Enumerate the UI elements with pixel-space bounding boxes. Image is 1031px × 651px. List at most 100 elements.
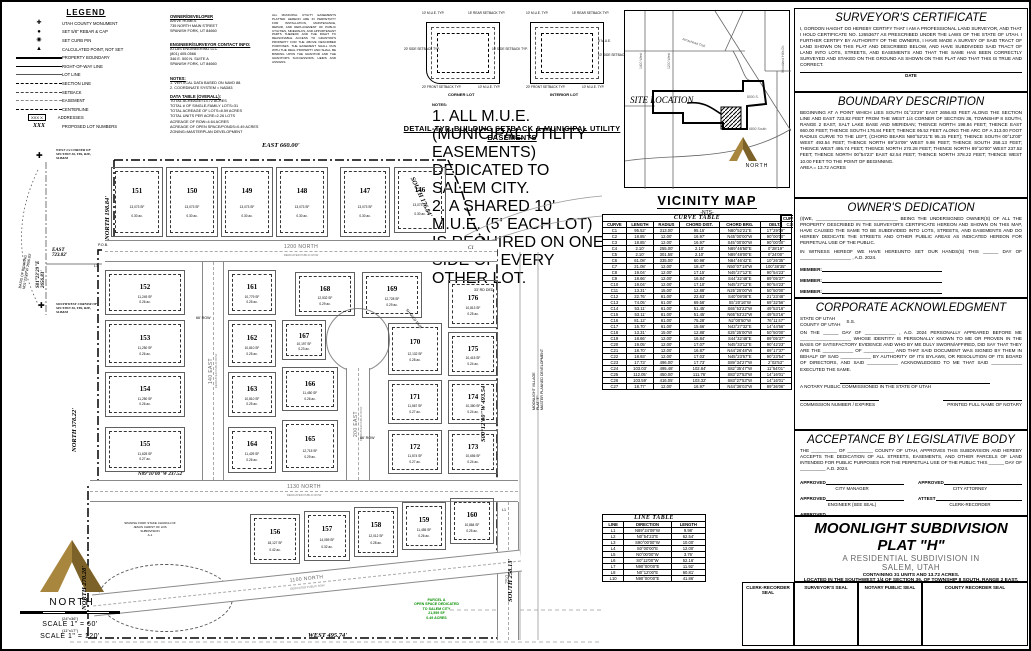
line-table-cell: 41.86' xyxy=(670,575,707,582)
lot-area-sf: 14,059 SF xyxy=(319,538,335,543)
boundary-dimension-label: SOUTH 258.13' xyxy=(507,558,514,602)
legend-symbol-line-setback xyxy=(16,91,62,93)
interior-lot-setback-line xyxy=(541,33,593,73)
boundary-dimension-label: S00°12'00"W 493.54' xyxy=(480,383,487,442)
lot-area-ac: 0.25 ac. xyxy=(246,351,258,356)
lot-area-ac: 0.24 ac. xyxy=(467,459,479,464)
plat-subtitle-3: CONTAINING 31 UNITS AND 13.72 ACRES. xyxy=(862,573,960,578)
member-signature-line xyxy=(821,278,942,284)
lot-area-ac: 0.29 ac. xyxy=(319,301,331,306)
parcel-a-label: PARCEL A OPEN SPACE DEDICATED TO SALEM C… xyxy=(414,598,459,620)
lot-number: 164 xyxy=(246,440,258,449)
lot-setback-line xyxy=(392,434,438,470)
lot-setback-line xyxy=(452,284,494,324)
plat-subtitle-4: LOCATED IN THE SOUTHWEST 1/4 OF SECTION … xyxy=(803,578,1019,582)
legend-symbol-line-lot xyxy=(16,74,62,76)
interior-mue-top-label: 10' M.U.E. TYP. xyxy=(526,11,549,15)
legend-item-label: SET CURB PIN xyxy=(62,37,92,43)
ss-label: S.S. xyxy=(846,319,856,325)
lot-area-ac: 0.27 ac. xyxy=(409,459,421,464)
lot-setback-line xyxy=(406,506,442,546)
member-label: MEMBER: xyxy=(800,267,822,273)
signature-label: APPROVED xyxy=(800,496,826,502)
boundary-dimension-label: NORTH 378.22' xyxy=(71,407,78,452)
surveyors-certificate-body: I, GORDON HAIGHT DO HEREBY CERTIFY THAT … xyxy=(800,26,1022,68)
signature-top: APPROVED xyxy=(800,496,904,502)
text-line: 735 NORTH MAIN STREET xyxy=(170,24,218,29)
section-monument-label: WEST 1/4 CORNER OF SECTION 36, T8S, R2E,… xyxy=(56,148,92,161)
member-line: MEMBER: xyxy=(800,278,1022,284)
lot-area-ac: 0.28 ac. xyxy=(409,358,421,362)
lot-setback-line xyxy=(392,384,438,420)
lot-setback-line xyxy=(170,171,214,233)
legend-symbol-line-ease xyxy=(16,100,62,102)
acknowledgment-body: ON THE ______ DAY OF ____________ , A.D.… xyxy=(800,330,1022,372)
lot-setback-line xyxy=(452,384,494,420)
scale-block: NORTH (24"x36") SCALE 1" = 60' (11"x17")… xyxy=(20,540,130,640)
boundary-dimension-label: EAST 723.82' xyxy=(52,248,68,258)
signature-entry: APPROVEDCOMMUNITY DEVELOPMENT DIRECTOR xyxy=(800,512,904,515)
lot-setback-line xyxy=(109,431,181,468)
lot-area-sf: 10,656 SF xyxy=(465,454,481,459)
lot-area-ac: 0.30 ac. xyxy=(359,214,371,219)
date-label: DATE xyxy=(905,73,917,79)
detail-nts: -NTS- xyxy=(506,135,518,140)
legend-item-label: EASEMENT xyxy=(62,98,86,104)
signature-top: APPROVED xyxy=(800,512,904,515)
boundary-area-line: AREA = 13.72 ACRES xyxy=(800,164,846,170)
legend-item: SECTION LINE xyxy=(16,79,176,88)
legend-title: LEGEND xyxy=(66,8,106,17)
signature-line xyxy=(935,496,1022,502)
street-name: 1130 NORTH xyxy=(287,484,321,490)
legend-item: LOT LINE xyxy=(16,71,176,80)
text-line: 2. COORDINATE SYSTEM = NAD83 xyxy=(170,86,233,91)
fragment-header: CURVE xyxy=(781,215,793,222)
lot-area-sf: 11,567 SF xyxy=(407,404,423,409)
vicinity-road-name: 8000 S. xyxy=(747,95,759,99)
curve-table-cell: 12.00' xyxy=(653,383,680,390)
corner-rear-setback-label: 15' REAR SETBACK TYP. xyxy=(468,11,506,15)
lot-area-ac: 0.27 ac. xyxy=(139,457,151,462)
lot-number: 176 xyxy=(467,293,479,302)
lot-area-sf: 10,884 SF xyxy=(464,523,480,528)
lot-area-ac: 0.26 ac. xyxy=(139,351,151,356)
lot-number: 156 xyxy=(269,528,281,537)
lot-area-ac: 0.27 ac. xyxy=(409,409,421,414)
vicinity-nts: -NTS- xyxy=(700,210,714,216)
legend-item: ✚UTAH COUNTY MONUMENT xyxy=(16,19,176,28)
detail-notes-heading: NOTES: xyxy=(432,102,448,107)
detail-interior-lot: 10' M.U.E. TYP. 15' REAR SETBACK TYP. 5'… xyxy=(524,11,634,98)
text-line: 1. ALL M.U.E. (MUNICIPAL UTILITY EASEMEN… xyxy=(432,108,587,197)
lot-area-ac: 0.25 ac. xyxy=(467,312,479,317)
lot-number: 147 xyxy=(359,187,371,196)
interior-lot-mue-line xyxy=(535,27,599,79)
lot-area-ac: 0.25 ac. xyxy=(246,300,258,305)
lot-setback-line xyxy=(286,424,334,468)
text-line: SPANISH FORK, UT 84660 xyxy=(170,29,217,34)
lot-area-sf: 18,127 SF xyxy=(267,541,283,546)
legend-item: ◉SET CURB PIN xyxy=(16,36,176,45)
lot-number: 174 xyxy=(467,392,479,401)
legend-symbol-line-center xyxy=(16,108,62,110)
lot-number: 175 xyxy=(467,344,479,353)
legend-panel: LEGEND ✚UTAH COUNTY MONUMENT●SET 5/8" RE… xyxy=(16,8,176,131)
lot-area-sf: 12,728 SF xyxy=(384,297,400,302)
vicinity-title: VICINITY MAP xyxy=(657,193,757,209)
surveyors-certificate-section: SURVEYOR'S CERTIFICATE I, GORDON HAIGHT … xyxy=(794,8,1028,92)
